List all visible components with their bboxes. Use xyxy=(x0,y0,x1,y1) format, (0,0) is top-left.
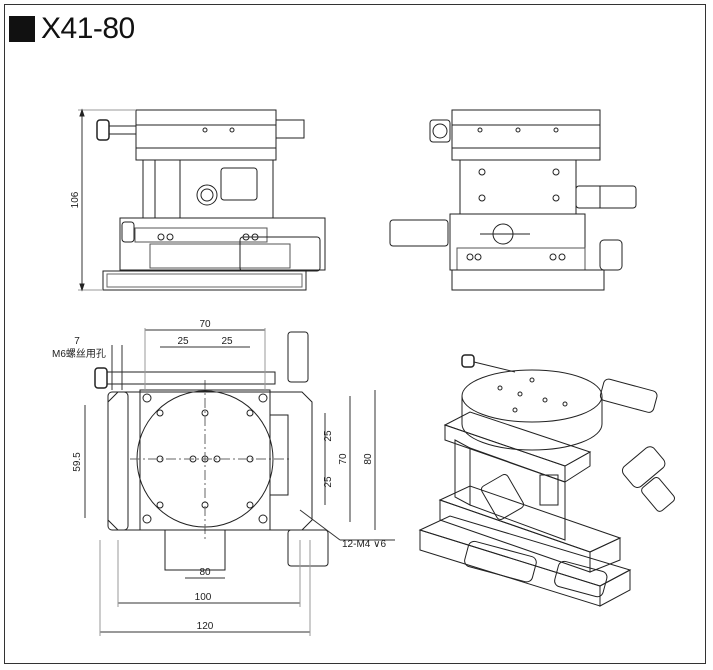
callout-m4: 12-M4 ⊽6 xyxy=(342,539,386,550)
dim-80-bottom: 80 xyxy=(199,567,211,578)
dim-80-right: 80 xyxy=(363,453,374,465)
dim-100: 100 xyxy=(195,592,212,603)
top-view xyxy=(84,328,395,636)
dim-25-right: 25 xyxy=(221,336,233,347)
front-view xyxy=(78,108,326,292)
dim-25-left: 25 xyxy=(177,336,189,347)
dim-59-5: 59.5 xyxy=(72,452,83,472)
dim-25-upper: 25 xyxy=(323,430,334,442)
dim-70-right: 70 xyxy=(338,453,349,465)
dim-25-lower: 25 xyxy=(323,476,334,488)
drawing-frame xyxy=(4,4,706,664)
m6-hole-label: M6螺丝用孔 xyxy=(52,348,106,360)
dim-70-top: 70 xyxy=(199,319,211,330)
dim-120: 120 xyxy=(197,621,214,632)
title-block: X41-80 xyxy=(9,12,135,46)
dim-106-label: 106 xyxy=(70,191,81,208)
title-square-icon xyxy=(9,16,35,42)
isometric-view xyxy=(418,354,676,607)
dim-7: 7 xyxy=(74,336,80,347)
drawing-title: X41-80 xyxy=(41,12,135,45)
side-view xyxy=(389,109,637,291)
